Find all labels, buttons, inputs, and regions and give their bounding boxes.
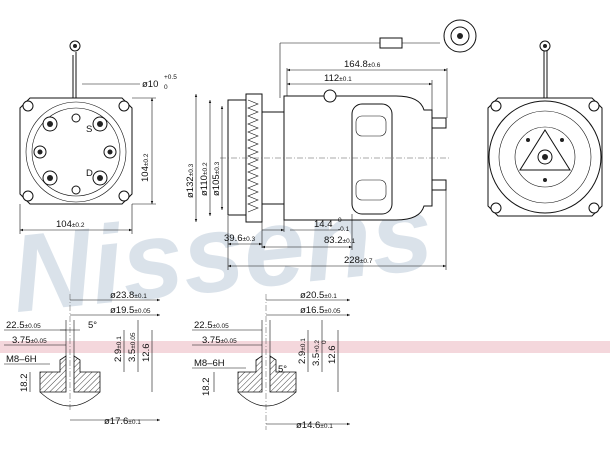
- detail-right-d146: ø14.6±0.1: [296, 420, 333, 431]
- detail-right-225: 22.5±0.05: [194, 320, 229, 331]
- detail-left-angle: 5°: [88, 320, 97, 331]
- detail-left-225: 22.5±0.05: [6, 320, 41, 331]
- detail-left-d176: ø17.6±0.1: [104, 416, 141, 427]
- front-view: S D ø10 +0.5 0 104±0.2 104±0.2: [19, 40, 177, 234]
- width-104: 104±0.2: [56, 219, 85, 230]
- side-view: ø132±0.3 ø110±0.2 ø105±0.3 164.8±0.6 112…: [185, 19, 477, 270]
- detail-right-thread: M8–6H: [194, 358, 225, 369]
- detail-right-182: 18.2: [201, 378, 212, 397]
- length-112: 112±0.1: [324, 73, 352, 84]
- length-39-6: 39.6±0.3: [224, 233, 255, 244]
- diameter-105: ø105±0.3: [211, 161, 222, 196]
- detail-left: ø23.8±0.1 ø19.5±0.05 ø17.6±0.1 22.5±0.05…: [4, 290, 160, 427]
- diameter-110: ø110±0.2: [199, 162, 210, 196]
- detail-left-126: 12.6: [141, 344, 152, 363]
- fitting-diameter: ø10: [142, 79, 158, 90]
- length-228: 228±0.7: [344, 255, 373, 266]
- detail-right-126: 12.6: [327, 346, 338, 365]
- port-d-label: D: [86, 168, 93, 179]
- detail-right: ø20.5±0.1 ø16.5±0.05 ø14.6±0.1 22.5±0.05…: [192, 290, 350, 431]
- highlight-band: [0, 341, 610, 353]
- detail-right-29: 2.9±0.1: [297, 338, 308, 364]
- length-14-4: 14.4: [314, 219, 333, 230]
- fitting-diameter-tol2: 0: [164, 84, 168, 91]
- detail-right-35-tol2: 0: [321, 340, 328, 344]
- length-14-4-tol2: -0.1: [338, 226, 350, 233]
- detail-left-182: 18.2: [19, 374, 30, 393]
- detail-left-29: 2.9±0.1: [113, 336, 124, 362]
- detail-right-d165: ø16.5±0.05: [300, 305, 341, 316]
- detail-left-d195: ø19.5±0.05: [110, 305, 151, 316]
- detail-right-35: 3.5+0.2: [311, 340, 322, 366]
- rear-view: [487, 40, 603, 217]
- length-164-8: 164.8±0.6: [344, 59, 381, 70]
- port-s-label: S: [86, 124, 92, 135]
- detail-left-35: 3.5±0.05: [127, 332, 138, 362]
- diameter-132: ø132±0.3: [185, 163, 196, 198]
- length-14-4-tol1: 0: [338, 217, 342, 224]
- detail-right-d205: ø20.5±0.1: [300, 290, 337, 301]
- detail-left-thread: M8–6H: [6, 354, 37, 365]
- fitting-diameter-tol: +0.5: [164, 74, 177, 81]
- height-104: 104±0.2: [140, 153, 151, 182]
- detail-right-375: 3.75±0.05: [202, 335, 237, 346]
- detail-left-d238: ø23.8±0.1: [110, 290, 147, 301]
- length-83-2: 83.2±0.1: [324, 235, 355, 246]
- detail-right-angle: 5°: [278, 364, 287, 375]
- detail-left-375: 3.75±0.05: [12, 335, 47, 346]
